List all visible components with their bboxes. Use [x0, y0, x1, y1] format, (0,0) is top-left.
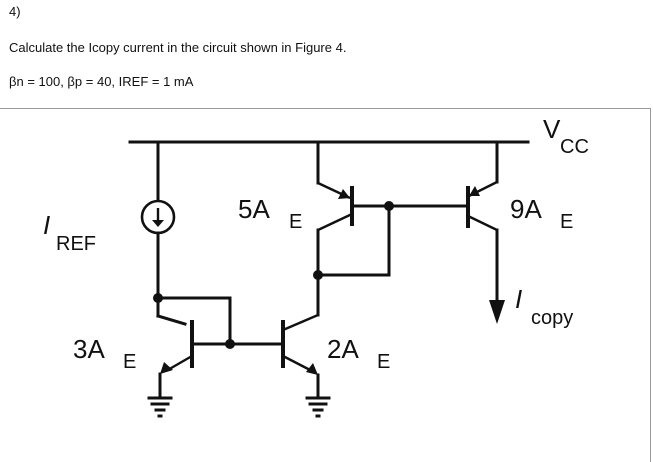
npn-transistor-3ae: [158, 320, 194, 400]
svg-text:9A: 9A: [510, 194, 542, 224]
svg-text:3A: 3A: [73, 334, 105, 364]
svg-text:5A: 5A: [238, 194, 270, 224]
emitter-area-label-9ae: 9A E: [510, 194, 573, 233]
svg-text:I: I: [515, 284, 522, 314]
emitter-area-label-5ae: 5A E: [238, 194, 302, 233]
pnp-transistor-9ae: [466, 140, 505, 324]
iref-label: I REF: [43, 210, 96, 255]
ground-icon: [147, 396, 173, 418]
question-number: 4): [9, 4, 21, 19]
iref-current-source: [140, 140, 176, 300]
svg-text:2A: 2A: [327, 334, 359, 364]
vcc-label: V CC: [543, 114, 589, 158]
emitter-area-label-2ae: 2A E: [327, 334, 390, 373]
separator-line: [0, 108, 650, 109]
svg-text:E: E: [377, 351, 390, 373]
svg-text:V: V: [543, 114, 561, 144]
node-dot: [225, 339, 235, 349]
svg-text:E: E: [289, 211, 302, 233]
icopy-label: I copy: [515, 284, 573, 329]
svg-text:copy: copy: [531, 307, 573, 329]
svg-text:E: E: [560, 211, 573, 233]
node-dot: [313, 270, 323, 280]
pnp-transistor-5ae: [316, 140, 391, 277]
node-dot: [384, 201, 394, 211]
question-text: Calculate the Icopy current in the circu…: [9, 40, 347, 55]
svg-text:REF: REF: [56, 233, 96, 255]
npn-transistor-2ae: [281, 273, 320, 400]
question-parameters: βn = 100, βp = 40, IREF = 1 mA: [9, 74, 194, 89]
diode-connection-wire: [156, 296, 232, 346]
separator-line-vertical: [650, 108, 651, 462]
emitter-area-label-3ae: 3A E: [73, 334, 136, 373]
svg-text:CC: CC: [560, 136, 589, 158]
svg-text:E: E: [123, 351, 136, 373]
ground-icon: [305, 396, 331, 418]
svg-text:I: I: [43, 210, 50, 240]
